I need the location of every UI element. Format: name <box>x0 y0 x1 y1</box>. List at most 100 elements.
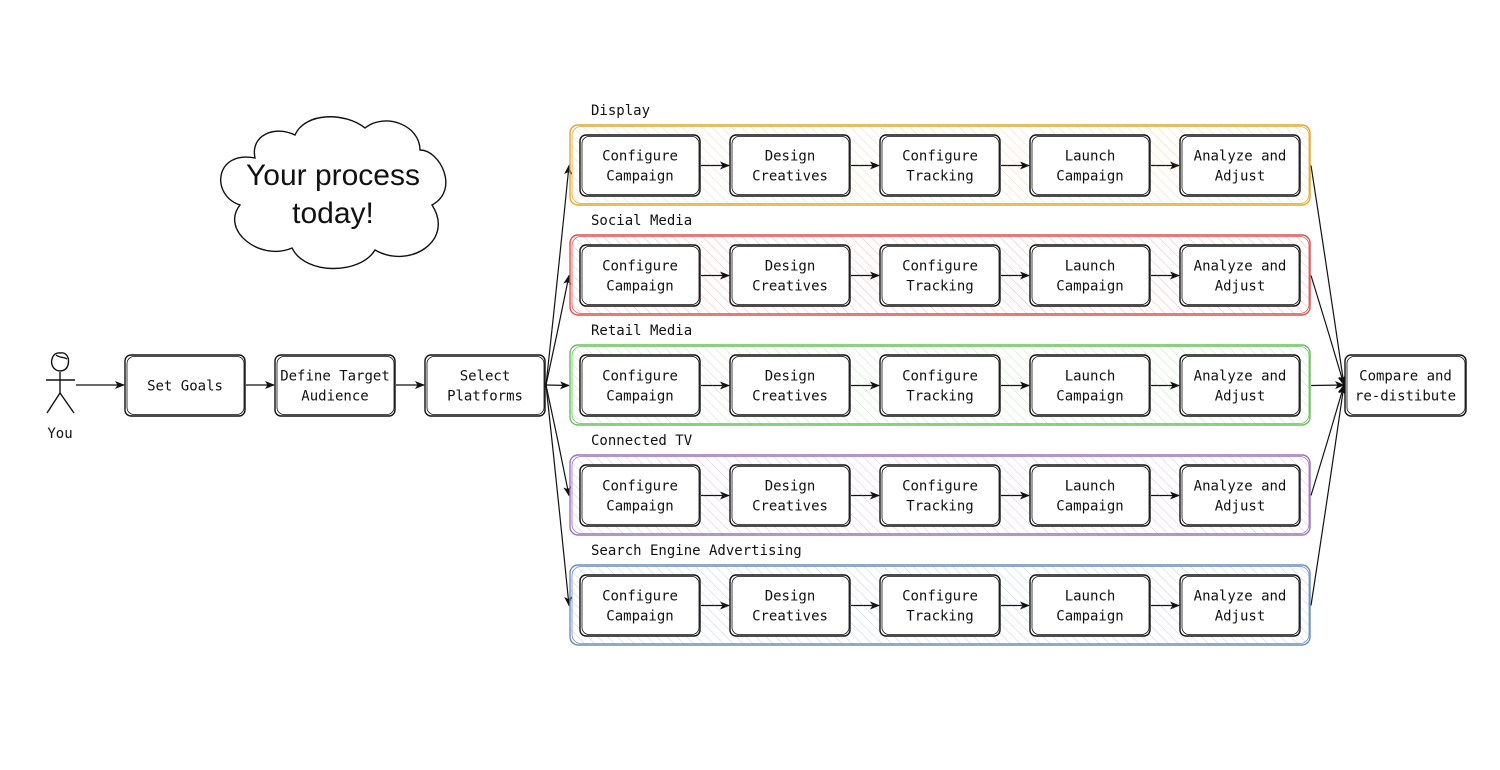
connected-tv-design-creatives-box-label-line2: Creatives <box>752 499 828 515</box>
social-media-configure-tracking-box-sketch-frame <box>881 246 1000 305</box>
connected-tv-configure-tracking-box-label-line2: Tracking <box>906 499 973 515</box>
search-engine-launch-campaign-box-label-line1: Launch <box>1065 589 1116 605</box>
search-engine-design-creatives-box-frame <box>729 574 851 637</box>
display-launch-campaign-box-label-line1: Launch <box>1065 149 1116 165</box>
search-engine-analyze-adjust-box-frame <box>1179 574 1301 637</box>
search-engine-configure-campaign-box-frame <box>579 574 701 637</box>
search-engine-design-creatives-box-sketch-frame <box>731 576 850 635</box>
search-engine-analyze-adjust-box-label-line1: Analyze and <box>1194 589 1287 605</box>
display-launch-campaign-box-frame <box>1029 134 1151 197</box>
social-media-configure-campaign-box-label-line2: Campaign <box>606 279 673 295</box>
retail-media-analyze-adjust-box-frame <box>1179 354 1301 417</box>
connected-tv-launch-campaign-box-label-line2: Campaign <box>1056 499 1123 515</box>
connected-tv-configure-campaign-box-label-line1: Configure <box>602 479 678 495</box>
retail-media-design-creatives-box-label-line1: Design <box>765 369 816 385</box>
search-engine-configure-campaign-box-sketch-frame <box>581 576 700 635</box>
display-configure-campaign-box-label-line2: Campaign <box>606 169 673 185</box>
retail-media-configure-tracking-box-sketch-frame <box>881 356 1000 415</box>
search-engine-configure-tracking-box-sketch-frame <box>881 576 1000 635</box>
connected-tv-analyze-adjust-box-sketch-frame <box>1181 466 1300 525</box>
lane-social-media-title: Social Media <box>591 213 692 229</box>
connected-tv-launch-campaign-box-label-line1: Launch <box>1065 479 1116 495</box>
display-launch-campaign-box-label-line2: Campaign <box>1056 169 1123 185</box>
search-engine-configure-campaign-box-label-line2: Campaign <box>606 609 673 625</box>
lane-display-title: Display <box>591 103 650 119</box>
retail-media-configure-campaign-box-sketch-frame <box>581 356 700 415</box>
retail-media-analyze-adjust-box-sketch-frame <box>1181 356 1300 415</box>
connected-tv-analyze-adjust-box-label-line1: Analyze and <box>1194 479 1287 495</box>
cloud-callout: Your process today! <box>220 116 447 270</box>
connected-tv-configure-campaign-box-label-line2: Campaign <box>606 499 673 515</box>
arrow-platforms-to-search-engine <box>545 384 573 607</box>
lane-social-media-sketch-frame <box>571 236 1310 314</box>
social-media-launch-campaign-box-sketch-frame <box>1031 246 1150 305</box>
retail-media-design-creatives-box-frame <box>729 354 851 417</box>
retail-media-design-creatives-box-sketch-frame <box>731 356 850 415</box>
social-media-configure-tracking-box-label-line1: Configure <box>902 259 978 275</box>
compare-redistribute-box-label-line2: re-distibute <box>1355 389 1456 405</box>
actor-you: You <box>46 352 75 442</box>
set-goals-box[interactable]: Set Goals <box>124 354 246 417</box>
connected-tv-configure-tracking-box-label-line1: Configure <box>902 479 978 495</box>
retail-media-launch-campaign-box-label-line1: Launch <box>1065 369 1116 385</box>
connected-tv-design-creatives-box-label-line1: Design <box>765 479 816 495</box>
social-media-analyze-adjust-box-label-line2: Adjust <box>1215 279 1266 295</box>
connected-tv-design-creatives-box-sketch-frame <box>731 466 850 525</box>
select-platforms-box-frame <box>424 354 546 417</box>
connected-tv-design-creatives-box-frame <box>729 464 851 527</box>
display-design-creatives-box-label-line1: Design <box>765 149 816 165</box>
retail-media-analyze-adjust-box-label-line2: Adjust <box>1215 389 1266 405</box>
connected-tv-configure-tracking-box-sketch-frame <box>881 466 1000 525</box>
connected-tv-configure-campaign-box-frame <box>579 464 701 527</box>
connected-tv-analyze-adjust-box-frame <box>1179 464 1301 527</box>
actor-label: You <box>47 426 72 442</box>
display-configure-tracking-box-label-line2: Tracking <box>906 169 973 185</box>
search-engine-launch-campaign-box-frame <box>1029 574 1151 637</box>
connected-tv-launch-campaign-box-frame <box>1029 464 1151 527</box>
set-goals-box-frame <box>124 354 246 417</box>
cloud-title-line1: Your process <box>246 159 420 192</box>
connected-tv-launch-campaign-box-sketch-frame <box>1031 466 1150 525</box>
connected-tv-configure-tracking-box-frame <box>879 464 1001 527</box>
arrow-retail-media-to-compare <box>1310 381 1345 390</box>
select-platforms-box-sketch-frame <box>426 356 545 415</box>
connected-tv-analyze-adjust-box-label-line2: Adjust <box>1215 499 1266 515</box>
arrow-connected-tv-to-compare <box>1310 384 1346 496</box>
social-media-analyze-adjust-box-sketch-frame <box>1181 246 1300 305</box>
search-engine-configure-campaign-box-label-line1: Configure <box>602 589 678 605</box>
social-media-configure-campaign-box-frame <box>579 244 701 307</box>
actor-head-icon <box>51 352 70 372</box>
retail-media-launch-campaign-box-label-line2: Campaign <box>1056 389 1123 405</box>
define-audience-box-label-line2: Audience <box>301 389 368 405</box>
define-audience-box-frame <box>274 354 396 417</box>
